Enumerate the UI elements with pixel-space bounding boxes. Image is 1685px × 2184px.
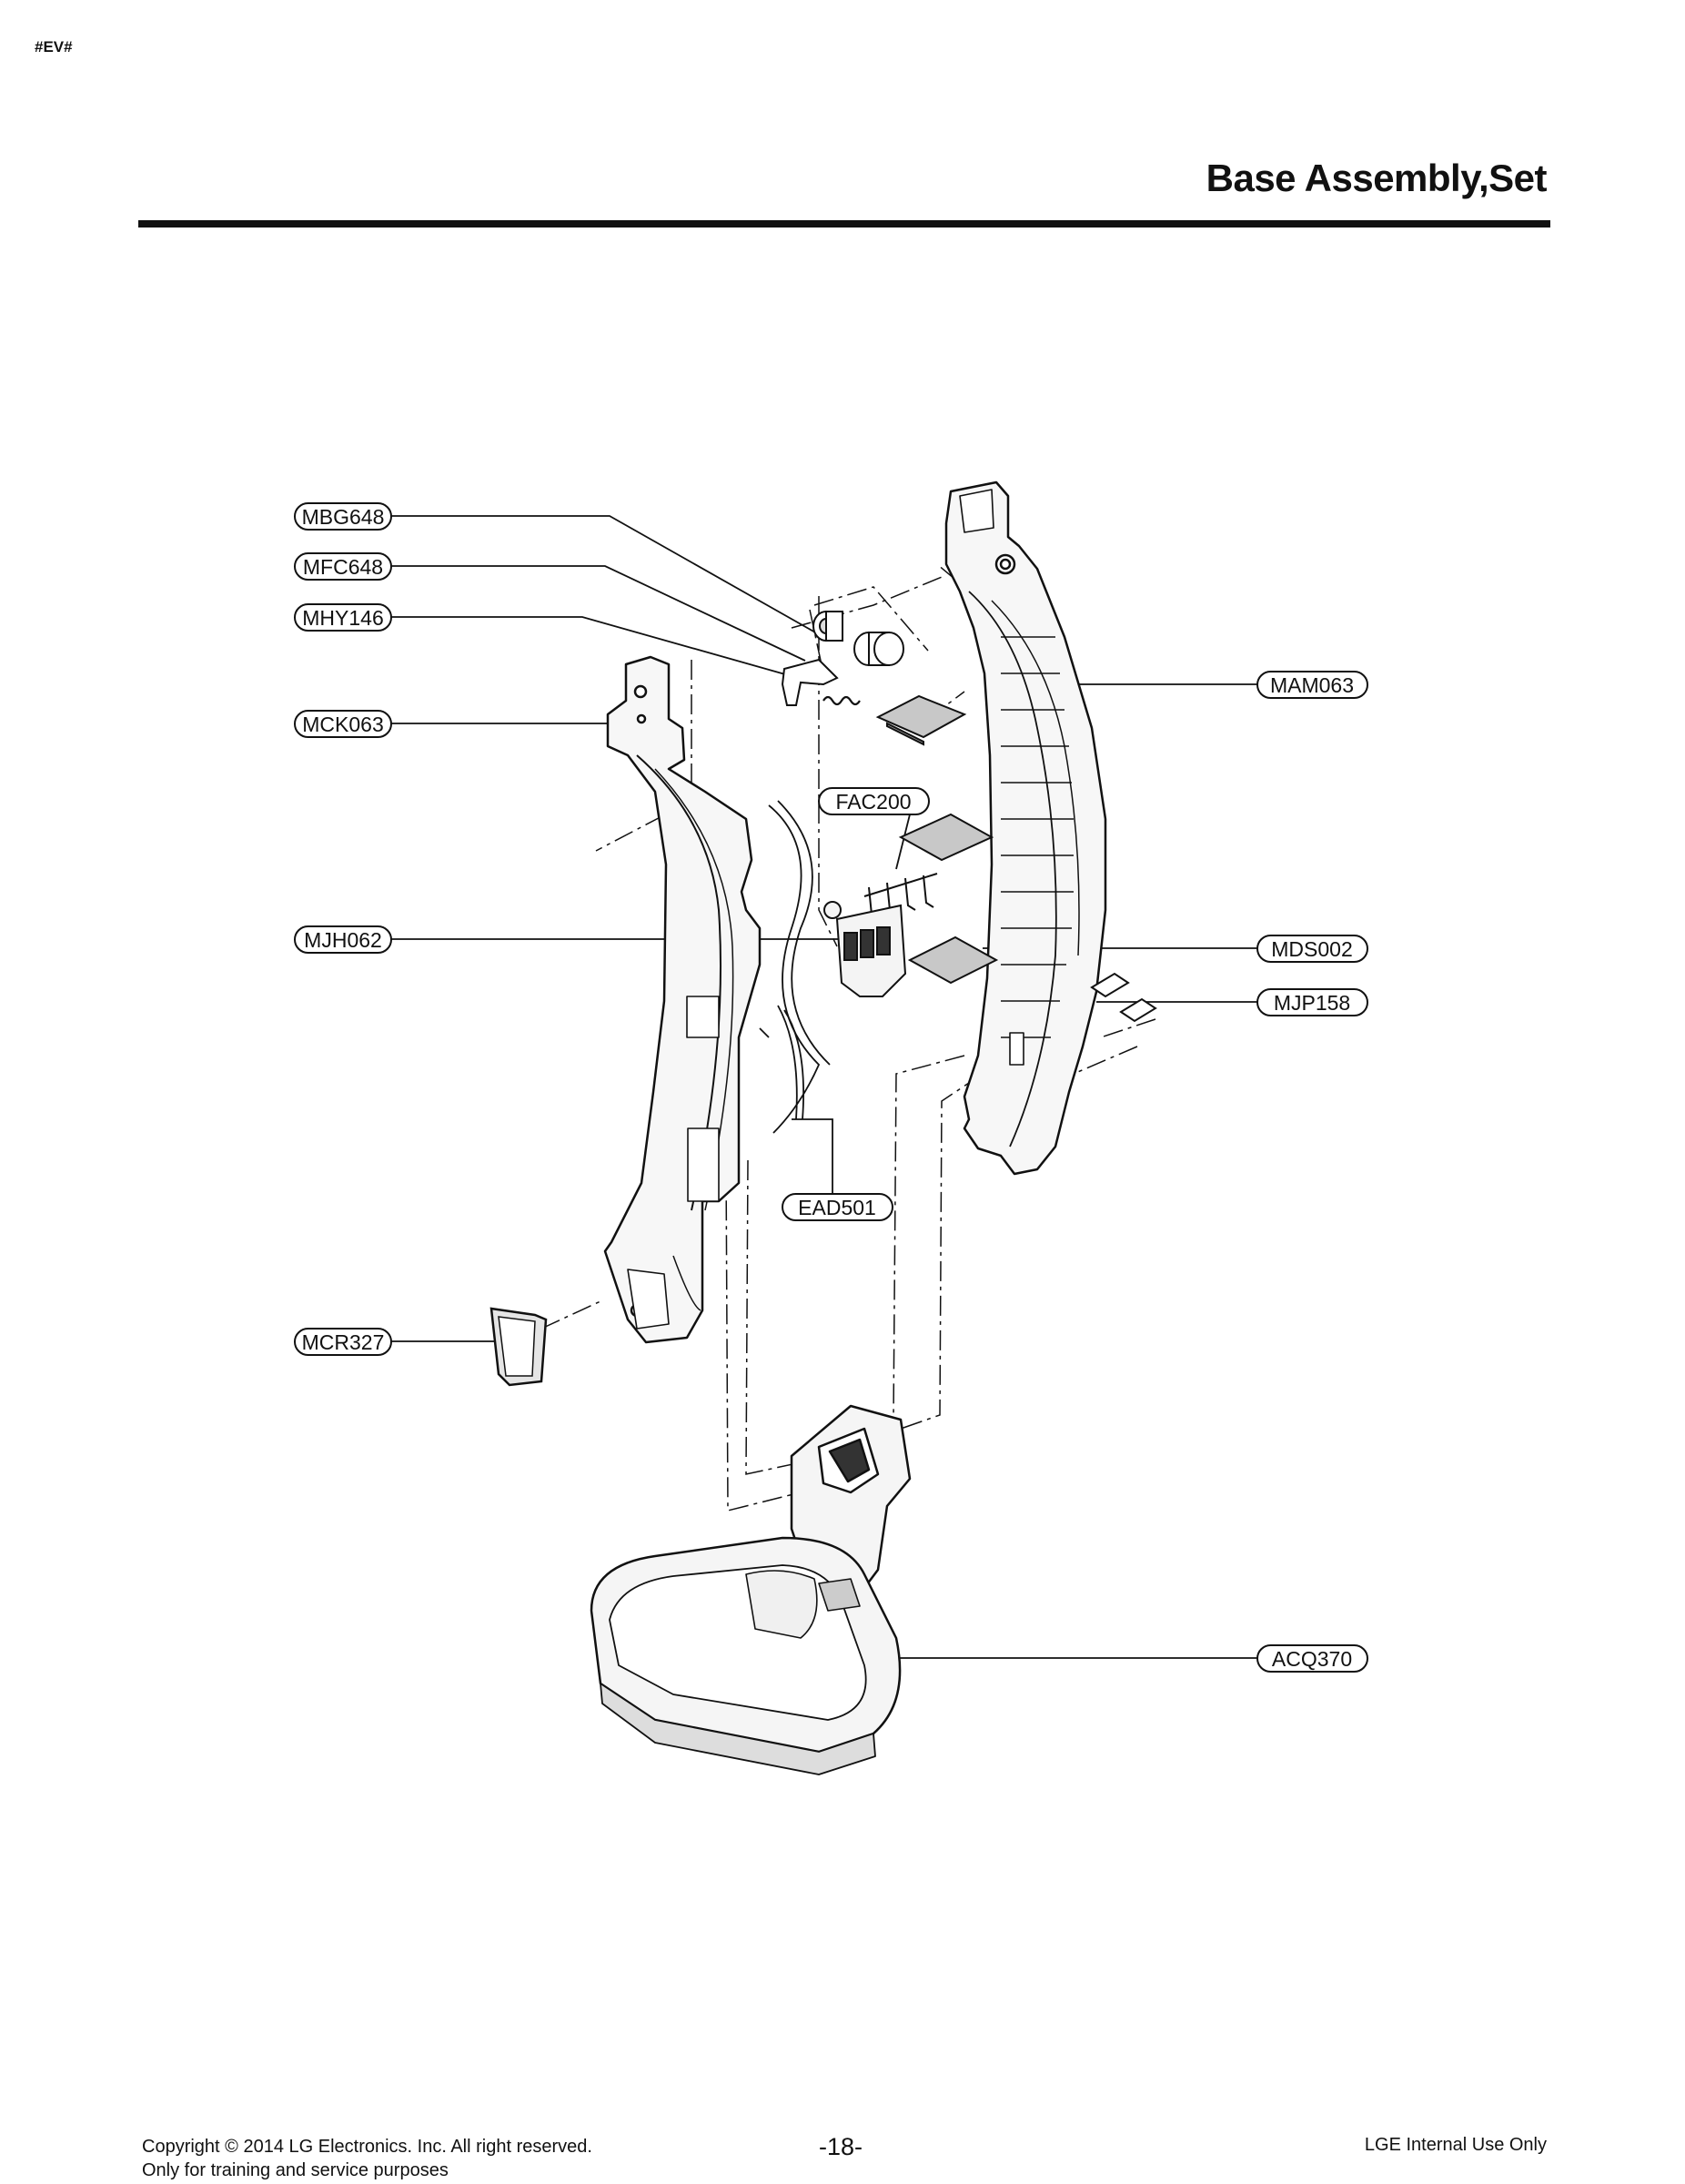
connector-pins: [1090, 972, 1157, 1023]
svg-text:FAC200: FAC200: [835, 790, 911, 814]
nozzle-head: [590, 1404, 912, 1775]
svg-text:MJP158: MJP158: [1274, 991, 1350, 1015]
svg-text:MJH062: MJH062: [304, 928, 382, 952]
callout-mfc648: MFC648: [294, 552, 392, 581]
callout-mjp158: MJP158: [1256, 988, 1368, 1016]
cover-cap: [489, 1307, 548, 1387]
internal-use-label: LGE Internal Use Only: [1364, 2135, 1547, 2155]
svg-text:EAD501: EAD501: [798, 1196, 876, 1219]
callout-acq370: ACQ370: [1256, 1644, 1368, 1673]
callout-mck063: MCK063: [294, 710, 392, 738]
leader-lines: [391, 515, 1257, 1659]
callout-mhy146: MHY146: [294, 603, 392, 632]
callout-mds002: MDS002: [1256, 935, 1368, 963]
title-rule: [138, 220, 1550, 228]
svg-text:MDS002: MDS002: [1271, 937, 1352, 961]
page-title: Base Assembly,Set: [1206, 157, 1548, 199]
purpose-text: Only for training and service purposes: [142, 2160, 449, 2180]
page-number: -18-: [819, 2133, 863, 2160]
svg-text:MCR327: MCR327: [302, 1330, 385, 1354]
page-code: #EV#: [35, 38, 73, 56]
svg-text:MHY146: MHY146: [302, 606, 383, 630]
svg-text:MCK063: MCK063: [302, 713, 383, 736]
callout-mcr327: MCR327: [294, 1328, 392, 1356]
svg-text:MFC648: MFC648: [303, 555, 383, 579]
svg-text:MAM063: MAM063: [1270, 673, 1354, 697]
callout-mjh062: MJH062: [294, 925, 392, 954]
copyright-text: Copyright © 2014 LG Electronics. Inc. Al…: [142, 2137, 592, 2157]
callout-mam063: MAM063: [1256, 671, 1368, 699]
callout-mbg648: MBG648: [294, 502, 392, 531]
latch-and-spring: [781, 658, 861, 706]
svg-text:ACQ370: ACQ370: [1272, 1647, 1352, 1671]
bushing-parts: [812, 611, 904, 666]
left-cover-part: [603, 655, 762, 1344]
callout-fac200: FAC200: [818, 787, 930, 815]
footer-left: Copyright © 2014 LG Electronics. Inc. Al…: [142, 2135, 592, 2182]
felt-pads: [875, 694, 999, 985]
svg-text:MBG648: MBG648: [302, 505, 385, 529]
wire-harness: [759, 800, 831, 1134]
switch-housing: [823, 901, 907, 997]
callout-ead501: EAD501: [782, 1193, 893, 1221]
right-cover-part: [944, 480, 1107, 1176]
